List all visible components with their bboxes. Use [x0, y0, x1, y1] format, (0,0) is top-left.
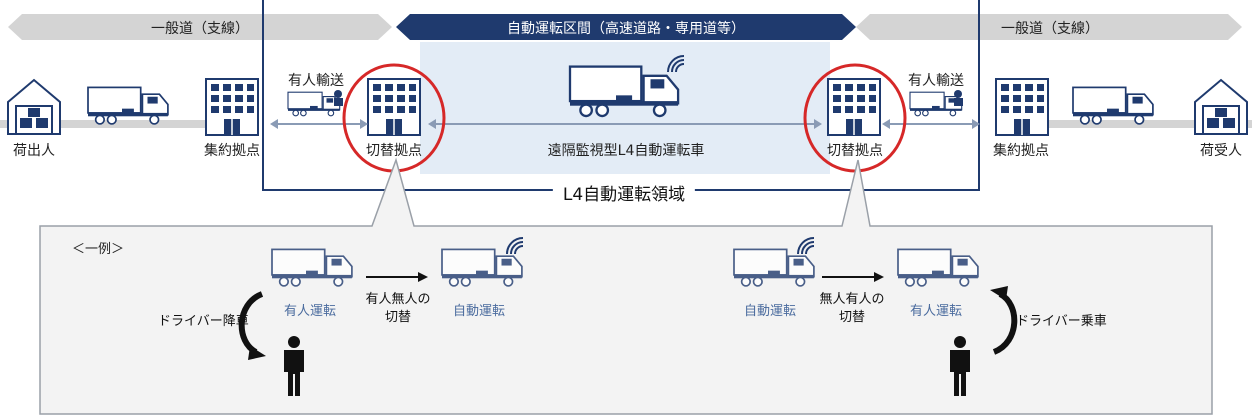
hub-label-left: 集約拠点 — [204, 143, 260, 159]
road-line-right — [1045, 120, 1252, 128]
l4-domain-label: L4自動運転領域 — [552, 180, 696, 205]
arrow-left — [270, 119, 368, 129]
example-title: ＜一例＞ — [72, 242, 125, 257]
signal-waves-icon — [797, 237, 815, 255]
manned-label-left: 有人輸送 — [288, 73, 344, 89]
state-to-right: 有人運転 — [909, 304, 963, 319]
switch-label-left: 切替拠点 — [366, 143, 422, 159]
truck-icon — [271, 248, 353, 287]
road-band-left — [8, 14, 1242, 40]
person-icon — [950, 336, 970, 396]
switch-arrow — [366, 272, 428, 282]
switch-label-right: 切替拠点 — [827, 143, 883, 159]
signal-waves-icon — [506, 237, 524, 255]
switch-arrow — [822, 272, 884, 282]
receiver-label: 荷受人 — [1200, 143, 1242, 159]
driver-icon — [334, 90, 343, 106]
auto-zone-background — [420, 42, 830, 174]
autonomous-truck-icon — [441, 248, 523, 287]
road-label-left: 一般道（支線） — [151, 21, 249, 37]
shipper-label: 荷出人 — [13, 143, 55, 159]
driver-action-right: ドライバー乗車 — [1016, 314, 1107, 329]
switch-label-right-1: 無人有人の — [819, 292, 885, 307]
manned-label-right: 有人輸送 — [908, 73, 964, 89]
state-from-right: 自動運転 — [743, 304, 797, 319]
driver-icon — [954, 90, 963, 106]
auto-section-label: 自動運転区間（高速道路・専用道等） — [507, 21, 745, 37]
state-from-left: 有人運転 — [283, 304, 337, 319]
hub-label-right: 集約拠点 — [993, 143, 1049, 159]
switch-label-left-2: 切替 — [384, 310, 412, 325]
curved-arrow-up — [990, 286, 1018, 355]
arrow-center — [428, 119, 822, 129]
driver-action-left: ドライバー降車 — [158, 314, 249, 329]
road-label-right: 一般道（支線） — [1001, 21, 1099, 37]
switch-label-left-1: 有人無人の — [365, 292, 431, 307]
state-to-left: 自動運転 — [452, 304, 506, 319]
remote-truck-label: 遠隔監視型L4自動運転車 — [547, 143, 705, 159]
road-line-left — [0, 120, 210, 128]
arrow-right — [882, 119, 980, 129]
person-icon — [284, 336, 304, 396]
switch-label-right-2: 切替 — [838, 310, 866, 325]
curved-arrow-down — [238, 291, 266, 360]
truck-icon — [897, 248, 979, 287]
